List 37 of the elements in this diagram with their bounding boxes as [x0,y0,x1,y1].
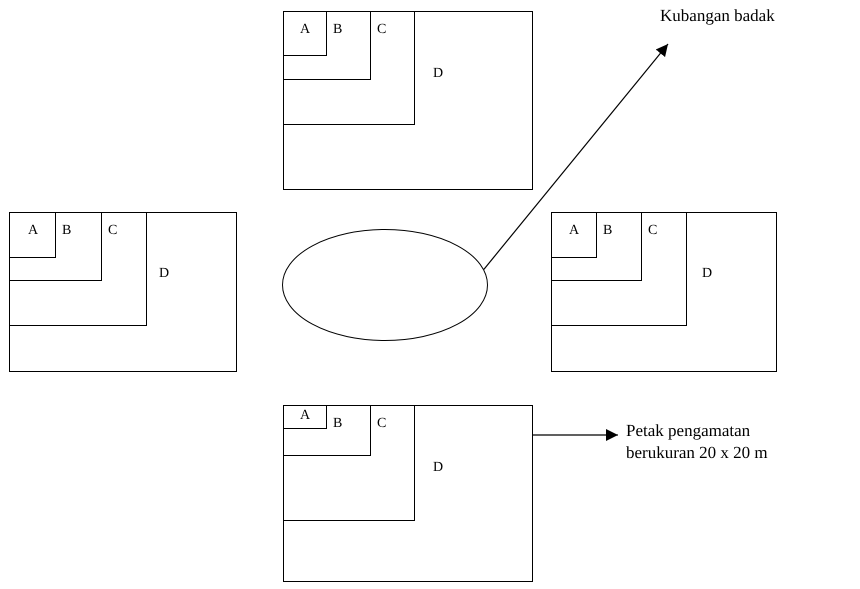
plot-label: B [333,23,342,37]
plot-label: C [108,224,118,238]
plot-box [283,11,371,80]
plot-label: D [159,267,170,281]
plot-label: D [702,267,712,281]
plot-box [551,212,597,258]
plot-box [9,212,56,258]
arrow [483,44,668,270]
plot-label: A [569,224,580,238]
callout-text: Kubangan badak [660,5,810,27]
plot-box [283,405,533,582]
plot-box [9,212,147,326]
plot-label: A [300,409,310,423]
plot-box [283,405,327,429]
callout-text: Petak pengamatan berukuran 20 x 20 m [626,420,801,464]
plot-box [551,212,777,372]
plot-label: A [300,23,310,37]
plot-label: B [603,224,612,238]
plot-label: B [62,224,72,238]
plot-label: B [333,417,342,431]
plot-box [283,11,533,190]
plot-label: A [28,224,38,238]
plot-box [551,212,687,326]
plot-label: D [433,461,444,475]
plot-box [551,212,642,281]
plot-box [283,11,327,56]
plot-box [283,405,371,456]
ellipse [282,229,488,341]
plot-label: C [377,23,386,37]
plot-box [283,405,415,521]
plot-label: C [648,224,658,238]
plot-label: D [433,67,444,81]
plot-box [9,212,237,372]
plot-box [9,212,102,281]
plot-box [283,11,415,125]
arrow [533,429,618,441]
plot-label: C [377,417,386,431]
